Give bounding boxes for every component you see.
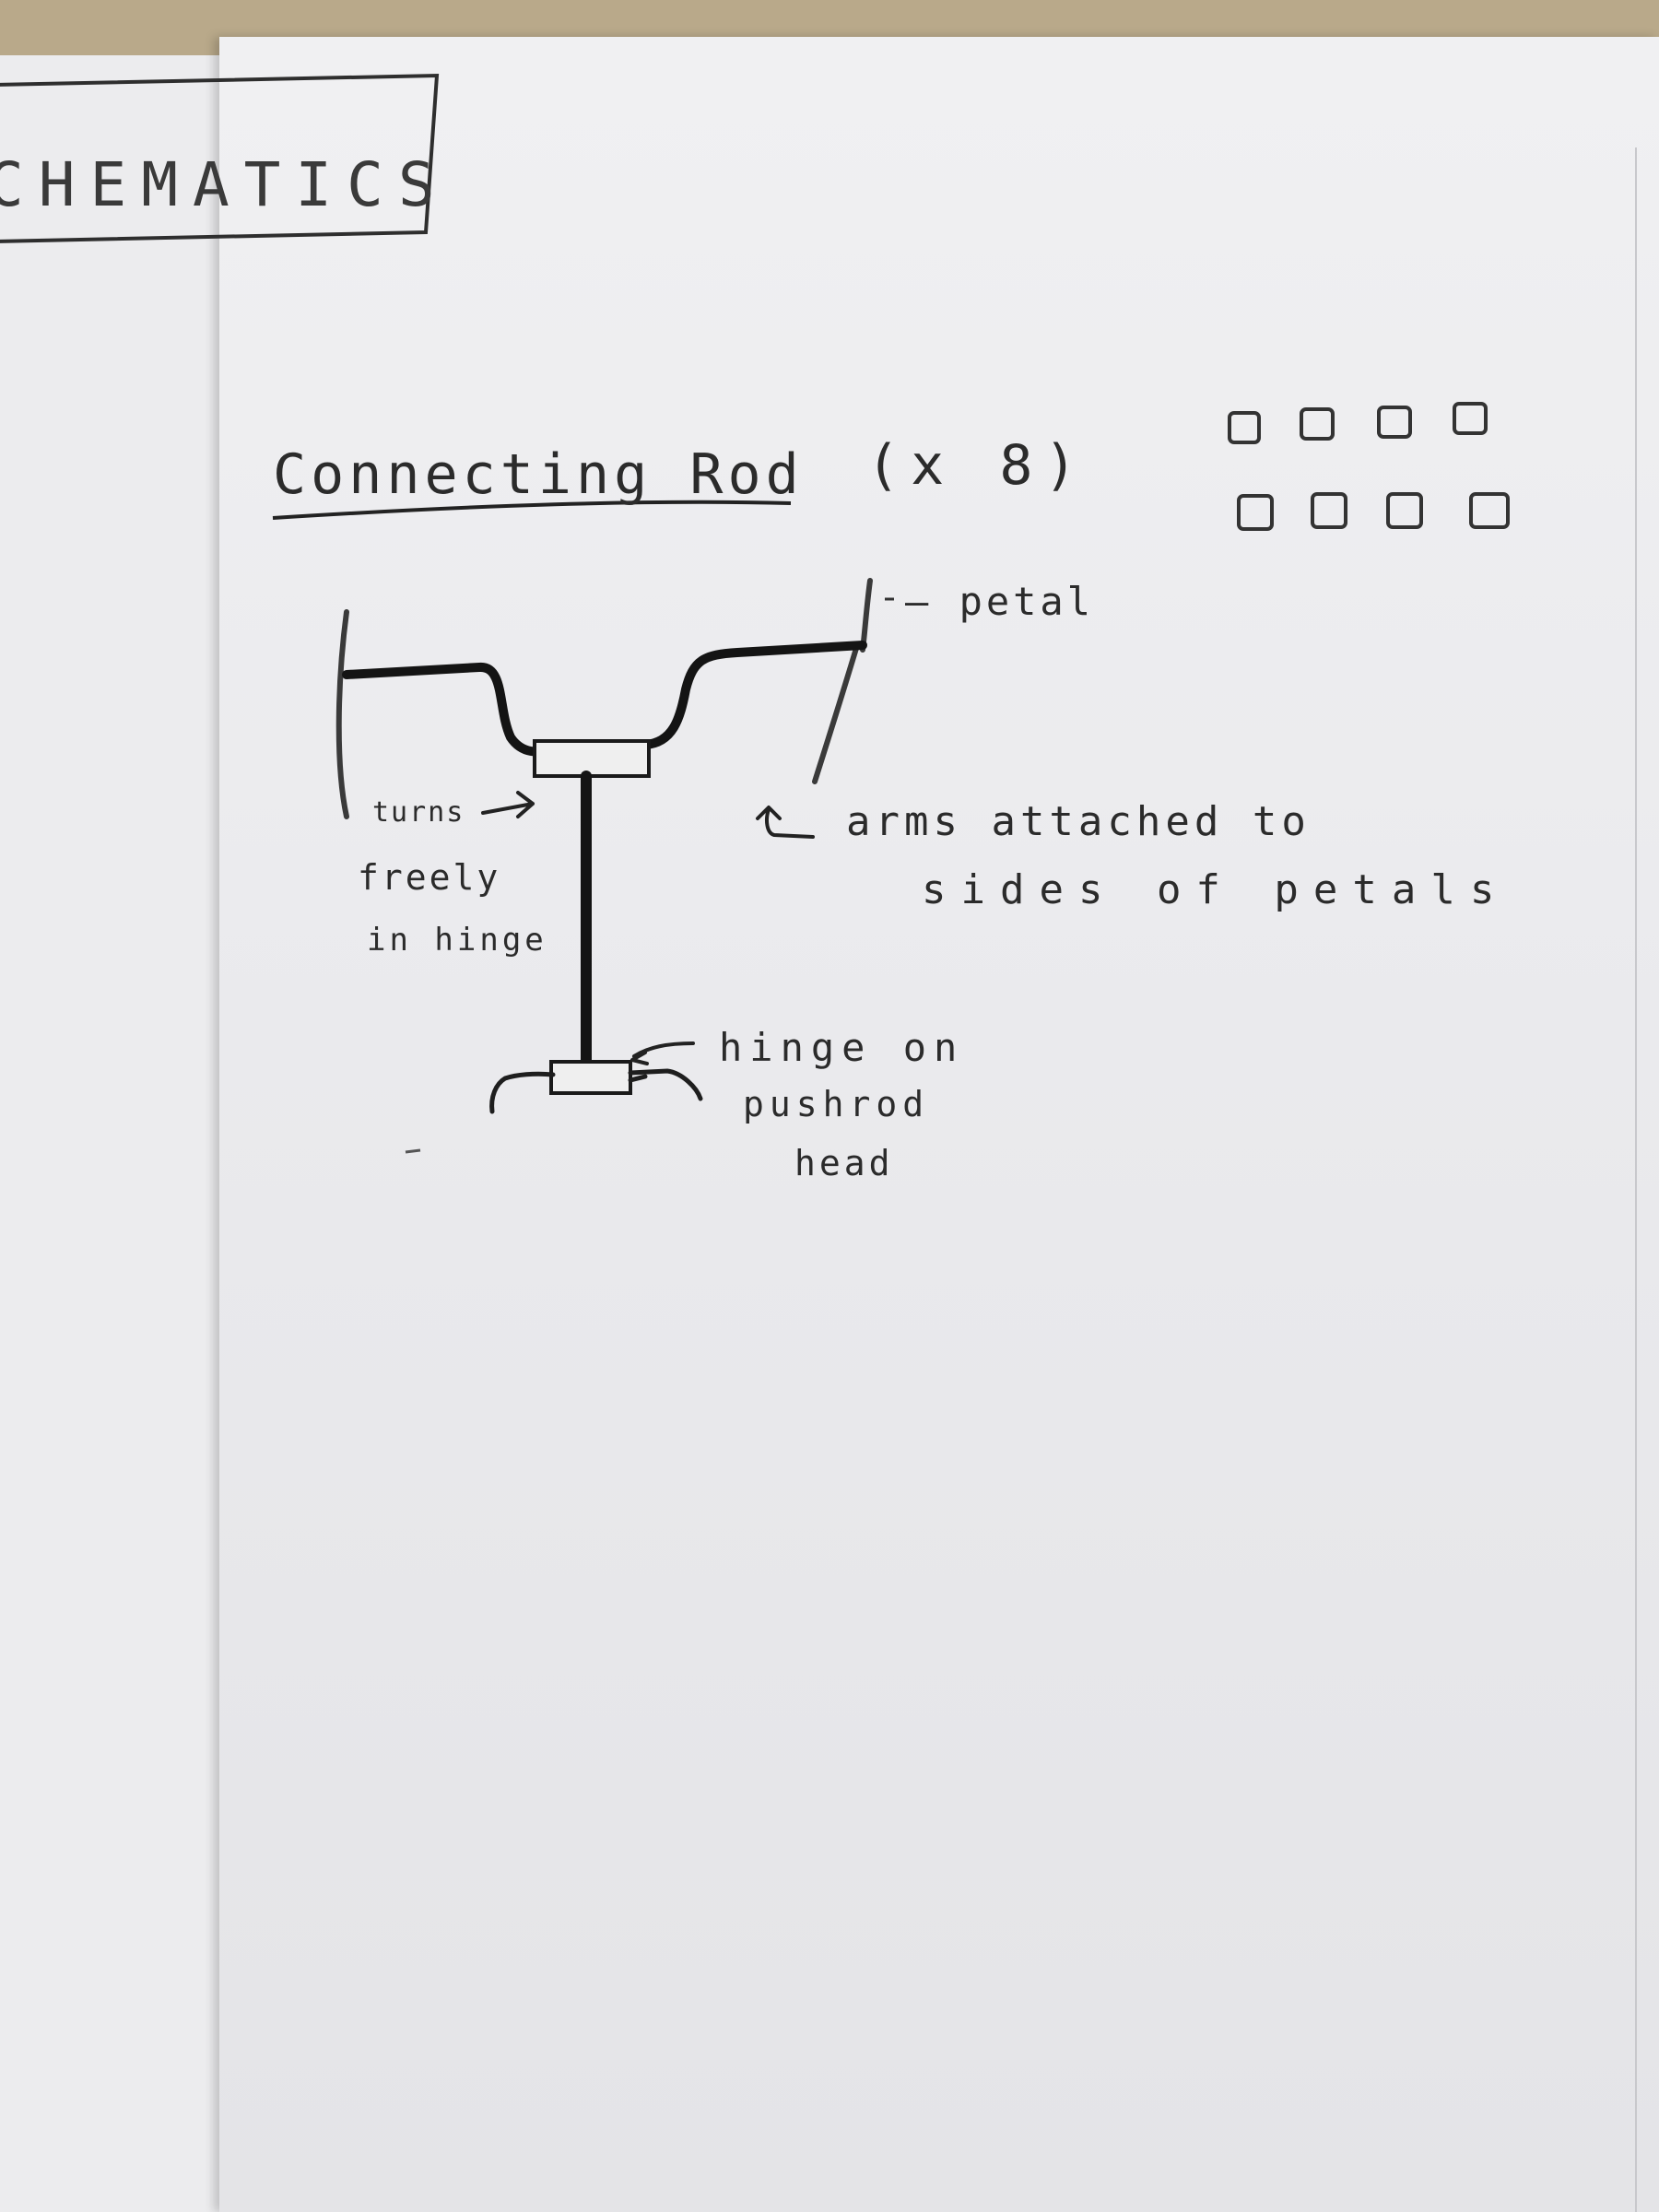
annotation-arrows xyxy=(481,791,815,1065)
section-heading: CHEMATICS xyxy=(0,149,450,220)
arrow-arms-attached xyxy=(756,806,815,839)
checkbox-6 xyxy=(1311,492,1347,529)
checkbox-2 xyxy=(1300,407,1335,441)
title-underline xyxy=(272,500,792,520)
page-edge-line xyxy=(1635,147,1637,2212)
label-turns-line3: in hinge xyxy=(367,922,547,959)
stray-mark xyxy=(405,1148,421,1154)
checkbox-5 xyxy=(1237,494,1274,531)
right-page xyxy=(219,37,1659,2212)
heading-box xyxy=(0,73,440,243)
label-arms-line1: arms attached to xyxy=(846,798,1311,845)
bottom-hinge xyxy=(549,1060,632,1095)
checkbox-3 xyxy=(1377,406,1412,439)
progress-checkboxes xyxy=(1228,402,1510,531)
petal-edges xyxy=(335,578,873,819)
checkbox-1 xyxy=(1228,411,1261,444)
label-turns-line1: turns xyxy=(372,796,465,829)
petal-edge-right-top xyxy=(860,578,873,653)
arrow-turns-freely xyxy=(481,791,535,818)
petal-edge-right xyxy=(812,642,860,784)
label-hinge-line1: hinge on xyxy=(719,1025,965,1070)
rod-arms xyxy=(342,641,867,757)
label-hinge-line2: pushrod xyxy=(743,1084,930,1124)
label-turns-line2: freely xyxy=(358,857,501,898)
arrow-hinge-pushrod xyxy=(630,1041,695,1065)
pushrod-head xyxy=(489,1068,703,1114)
checkbox-4 xyxy=(1453,402,1488,435)
diagram-quantity: (x 8) xyxy=(866,433,1088,498)
left-page xyxy=(0,55,241,2212)
top-hinge xyxy=(533,739,651,778)
diagram-title: Connecting Rod xyxy=(273,442,804,507)
petal-edge-left xyxy=(335,609,349,819)
label-petal: – petal xyxy=(905,579,1095,624)
checkbox-7 xyxy=(1386,492,1423,529)
label-hinge-line3: head xyxy=(794,1143,894,1183)
label-arms-line2: sides of petals xyxy=(922,866,1510,913)
checkbox-8 xyxy=(1469,492,1510,529)
